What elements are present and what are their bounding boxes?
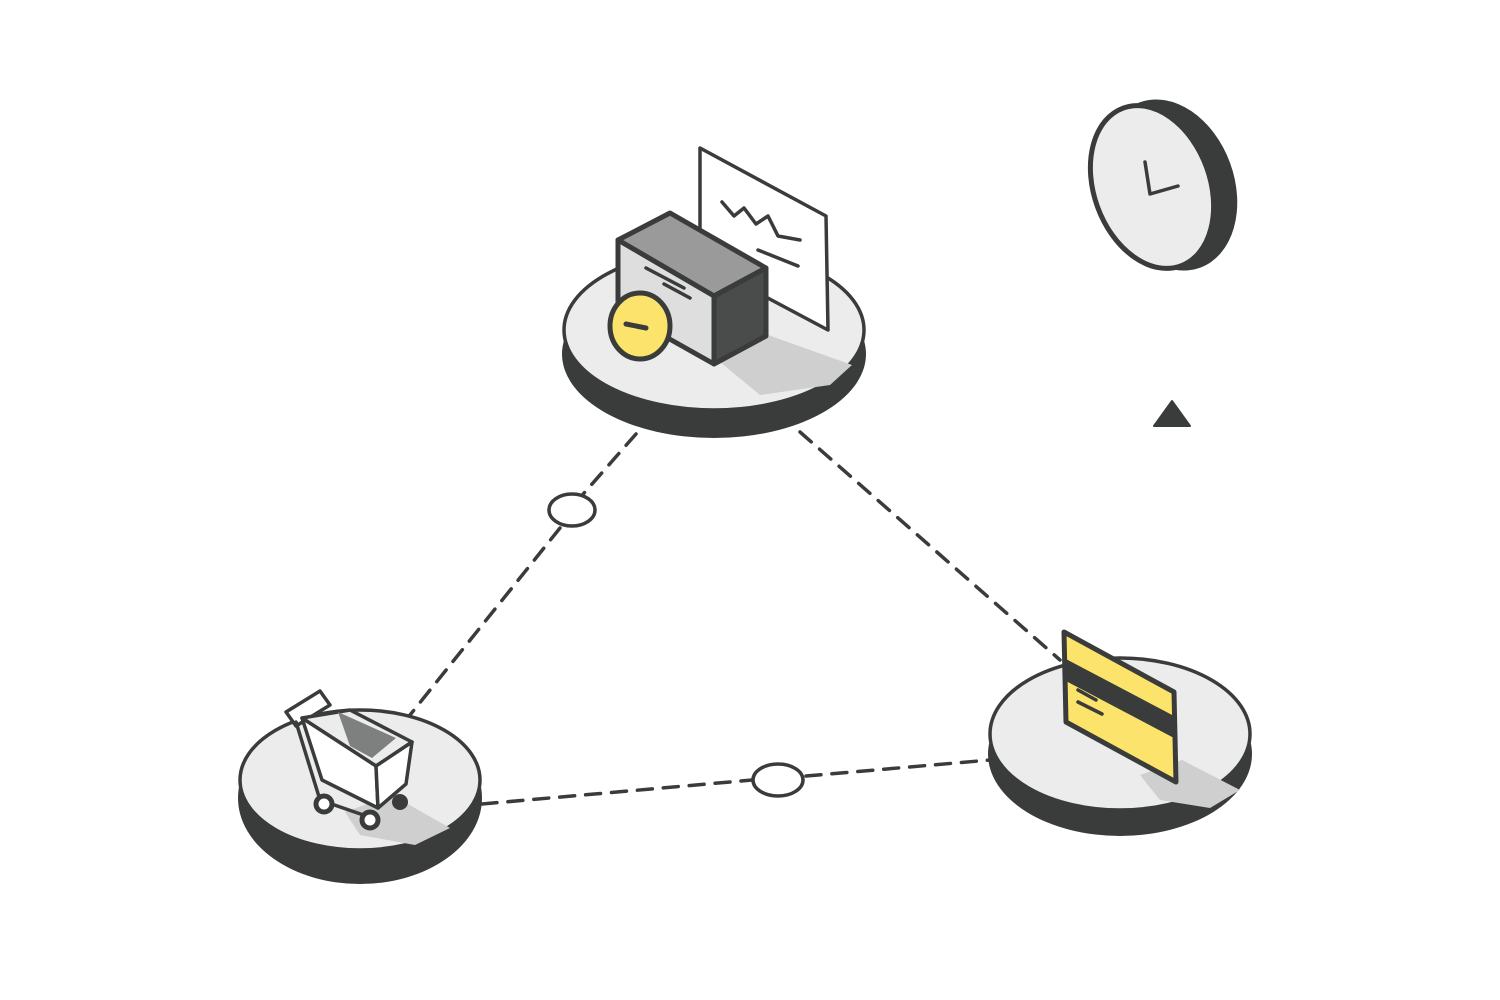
cart-frame-front bbox=[294, 720, 322, 802]
connector-hub-to-cart-lower bbox=[404, 526, 562, 722]
card-magnetic-stripe bbox=[1064, 658, 1174, 738]
cart-handle bbox=[284, 689, 332, 728]
cash-register-icon bbox=[607, 210, 769, 367]
coin-minus-mark bbox=[623, 321, 649, 331]
credit-card-icon bbox=[1061, 629, 1179, 785]
connector-cart-to-card-left bbox=[480, 778, 754, 806]
shopping-cart-icon bbox=[284, 689, 414, 831]
connectors bbox=[404, 430, 1062, 806]
clock-icon bbox=[1087, 99, 1238, 271]
chart-document-icon bbox=[698, 146, 830, 332]
card-detail-line-2 bbox=[1076, 700, 1104, 716]
connector-hub-to-card bbox=[798, 430, 1062, 662]
cart-wheel bbox=[313, 793, 335, 815]
connector-cart-to-card-right bbox=[804, 758, 992, 778]
cart-basket-inner bbox=[338, 712, 396, 758]
platform-shadow bbox=[345, 795, 450, 845]
connector-midpoint-circle-left bbox=[547, 492, 597, 528]
cart-basket-side bbox=[374, 740, 414, 810]
box-slot-line-1 bbox=[644, 266, 686, 290]
box-slot-line-2 bbox=[662, 282, 692, 300]
connector-hub-to-cart-upper bbox=[576, 432, 638, 502]
card-detail-line-1 bbox=[1076, 688, 1098, 702]
cart-wheel bbox=[359, 809, 381, 831]
connector-midpoint-circle-bottom bbox=[751, 762, 805, 798]
cart-wheel bbox=[392, 794, 408, 810]
clock-hands bbox=[1143, 160, 1180, 196]
triangle-marker-icon bbox=[1153, 400, 1191, 427]
platform-shadow bbox=[720, 335, 852, 395]
box-side bbox=[711, 265, 769, 367]
